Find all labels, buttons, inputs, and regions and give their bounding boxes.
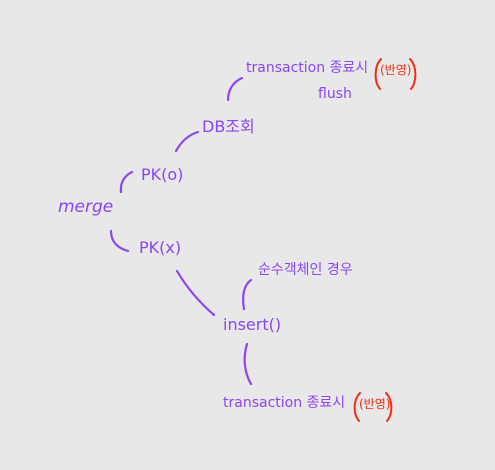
badge-upper-right-bracket (409, 58, 417, 90)
insert-label: insert() (223, 315, 282, 334)
connector-merge-to-pk-o (119, 170, 134, 194)
merge-label: merge (58, 197, 114, 217)
connector-merge-to-pk-x (109, 229, 130, 253)
connector-pk-o-to-db (174, 130, 200, 153)
db-query-label: DB조회 (202, 117, 255, 136)
badge-lower-right-bracket (385, 392, 393, 422)
pk-o-label: PK(o) (141, 165, 184, 184)
connector-insert-to-transaction (243, 342, 253, 386)
upper-transaction-note: transaction 종료시 (246, 60, 369, 76)
badge-upper-left-bracket (374, 58, 382, 90)
connector-insert-to-side-note (242, 278, 253, 311)
flush-label: flush (318, 86, 352, 102)
lower-applied-badge: (반영) (359, 397, 391, 411)
badge-lower-left-bracket (353, 392, 361, 422)
pure-object-note: 순수객체인 경우 (258, 262, 353, 278)
upper-applied-badge: (반영) (380, 63, 412, 77)
connector-db-to-transaction (226, 76, 244, 102)
pk-x-label: PK(x) (139, 238, 182, 257)
lower-transaction-note: transaction 종료시 (223, 395, 346, 411)
connector-pk-x-to-insert (175, 269, 216, 317)
